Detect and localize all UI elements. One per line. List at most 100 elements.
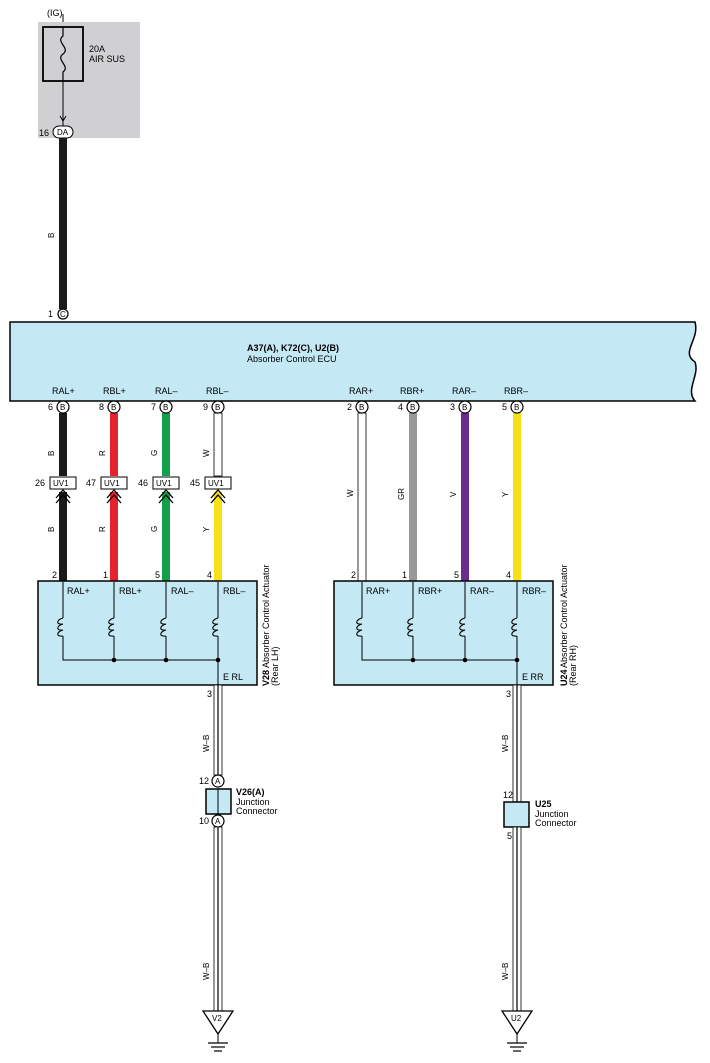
ecu-pin-code-5: B [359, 403, 364, 412]
ecu-pin-code-4: B [215, 403, 220, 412]
fuse-rating: 20A [89, 44, 105, 54]
actuator-rh-terminal-4: RBR– [522, 586, 546, 596]
ecu-pin-number-5: 2 [347, 402, 352, 412]
actuator-lh-ground-pin: 3 [207, 689, 212, 699]
wire-label-b-lower: B [47, 527, 56, 532]
chevron-up-icon [210, 489, 226, 504]
wire-b-power [59, 138, 67, 309]
uv1-connector-4 [204, 476, 232, 504]
wire-label-r-lower: R [98, 526, 107, 532]
junction-rh-name-line1: Junction [535, 809, 569, 819]
actuator-rh-position: (Rear RH) [568, 645, 578, 686]
actuator-lh-ground-terminal: E RL [223, 672, 243, 682]
actuator-lh-pin-2: 1 [103, 570, 108, 580]
uv1-code-4: UV1 [208, 479, 224, 488]
junction-dots [111, 657, 221, 663]
wire-rar-minus [461, 413, 469, 582]
actuator-rh-terminal-2: RBR+ [418, 586, 442, 596]
actuator-rh-pin-1: 2 [351, 570, 356, 580]
uv1-code-2: UV1 [104, 479, 120, 488]
wire-lh-ground-label: W–B [202, 735, 211, 752]
junction-lh-pin-out: 10 [199, 816, 209, 826]
junction-rh-pin-out: 5 [507, 831, 512, 841]
uv1-connector-3 [152, 476, 180, 504]
ecu-terminal-ral-minus: RAL– [155, 386, 178, 396]
ecu-pin-number-1: 6 [48, 402, 53, 412]
wire-rbl-plus-lower [110, 492, 118, 582]
wire-label-w-right: W [346, 489, 355, 497]
uv1-pin-1: 26 [35, 478, 45, 488]
coil-icon [57, 617, 219, 637]
uv1-pin-3: 46 [138, 478, 148, 488]
ecu-pin-number-6: 4 [398, 402, 403, 412]
wire-label-y-lower: Y [202, 526, 211, 532]
ecu-power-pin-number: 1 [48, 309, 53, 319]
ecu-pin-code-3: B [163, 403, 168, 412]
actuator-rh-ground-pin: 3 [506, 689, 511, 699]
ecu-name-codes: A37(A), K72(C), U2(B) [247, 343, 339, 353]
wire-rar-plus [357, 412, 367, 583]
chevron-up-icon [55, 489, 71, 504]
wire-rbl-minus-upper [213, 412, 223, 477]
actuator-lh-terminal-2: RBL+ [119, 586, 142, 596]
actuator-lh-name: Absorber Control Actuator [261, 564, 271, 668]
fuse-connector-code: DA [57, 128, 69, 137]
ecu-terminal-rbl-minus: RBL– [206, 386, 229, 396]
wire-label-v-right: V [449, 491, 458, 497]
ecu-terminal-rbr-minus: RBR– [504, 386, 528, 396]
uv1-connector-2 [100, 476, 128, 504]
uv1-pin-4: 45 [190, 478, 200, 488]
uv1-pin-2: 47 [86, 478, 96, 488]
fuse-icon [60, 27, 66, 81]
actuator-rh-ground-terminal: E RR [522, 672, 544, 682]
actuator-lh-pin-1: 2 [52, 570, 57, 580]
junction-lh-name-line1: Junction [236, 797, 270, 807]
junction-lh-pin-in: 12 [199, 776, 209, 786]
ecu-pin-number-7: 3 [450, 402, 455, 412]
actuator-rh-pin-4: 4 [506, 570, 511, 580]
actuator-lh-pin-3: 5 [155, 570, 160, 580]
wire-rh-ground-label: W–B [501, 735, 510, 752]
wire-ral-plus-upper [59, 413, 67, 476]
ecu-pin-number-2: 8 [99, 402, 104, 412]
ground-lh-label: V2 [212, 1014, 222, 1023]
wire-label-r-upper: R [98, 450, 107, 456]
wire-rbr-plus [409, 413, 417, 582]
ecu-pin-code-2: B [111, 403, 116, 412]
actuator-rh-box [333, 580, 554, 686]
uv1-connector-1 [49, 476, 77, 504]
ecu-pin-number-8: 5 [502, 402, 507, 412]
actuator-rh-code: U24 [559, 669, 569, 686]
wire-rh-ground-2-label: W–B [501, 963, 510, 980]
uv1-code-3: UV1 [156, 479, 172, 488]
actuator-rh-name: Absorber Control Actuator [559, 564, 569, 668]
wire-rbl-minus-lower [214, 492, 222, 582]
wire-label-g-upper: G [150, 450, 159, 456]
junction-lh-pin-out-code: A [215, 817, 221, 826]
uv1-code-1: UV1 [53, 479, 69, 488]
wire-lh-ground-2-label: W–B [202, 963, 211, 980]
ecu-terminal-ral-plus: RAL+ [52, 386, 75, 396]
wire-rbr-minus [513, 413, 521, 582]
ground-icon [500, 1010, 534, 1052]
ecu-pin-circles [56, 400, 524, 414]
wire-label-b-upper: B [47, 451, 56, 456]
wire-rbl-plus-upper [110, 413, 118, 476]
ecu-pin-code-8: B [514, 403, 519, 412]
actuator-rh-pin-2: 1 [402, 570, 407, 580]
wire-ral-plus-lower [59, 492, 67, 582]
wire-label-w-upper: W [202, 449, 211, 457]
actuator-rh-pin-3: 5 [454, 570, 459, 580]
junction-lh-pin-in-circle [211, 774, 225, 788]
junction-lh-code: V26(A) [236, 787, 265, 797]
wire-ral-minus-upper [162, 413, 170, 476]
wire-ral-minus-lower [162, 492, 170, 582]
junction-dots [410, 657, 520, 663]
junction-lh-name-line2: Connector [236, 806, 278, 816]
fuse-panel [38, 22, 140, 138]
chevron-up-icon [158, 489, 174, 504]
junction-rh-box [503, 801, 530, 828]
actuator-lh-box [37, 580, 258, 686]
ecu-terminal-rar-minus: RAR– [452, 386, 476, 396]
